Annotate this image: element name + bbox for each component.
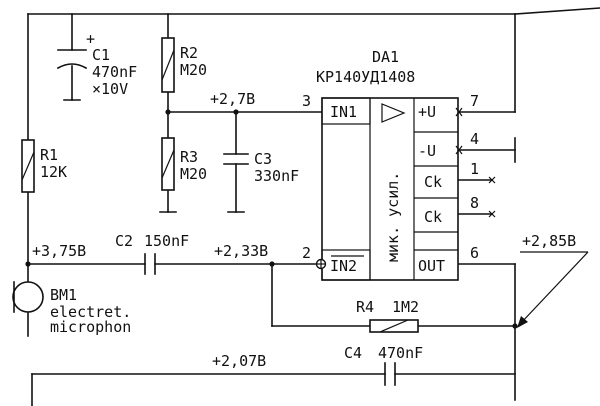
pin-number-7: 7 xyxy=(470,92,479,110)
capacitor-c4: C4 470nF xyxy=(344,344,423,386)
capacitor-c1: + C1 470nF ×10V xyxy=(56,30,137,98)
c3-value: 330nF xyxy=(254,167,299,185)
pin-number-6: 6 xyxy=(470,244,479,262)
c1-plus-sign: + xyxy=(86,30,95,48)
c1-value: 470nF xyxy=(92,63,137,81)
r1-name: R1 xyxy=(40,146,58,164)
pin-ck1-label: Ck xyxy=(424,173,442,191)
voltage-c4: +2,07В xyxy=(212,352,266,370)
junctions xyxy=(25,109,518,329)
pin-in2-label: IN2 xyxy=(330,257,357,275)
c2-name: C2 xyxy=(115,232,133,250)
voltage-mic: +3,75В xyxy=(32,242,86,260)
c2-value: 150nF xyxy=(144,232,189,250)
pin-number-4: 4 xyxy=(470,130,479,148)
ic-function-label: мик. усил. xyxy=(384,172,402,262)
c1-name: C1 xyxy=(92,46,110,64)
voltage-in2: +2,33В xyxy=(214,242,268,260)
pin-in1-label: IN1 xyxy=(330,103,357,121)
wires xyxy=(27,7,600,406)
out-voltage-arrow xyxy=(517,316,528,328)
bm1-name: BM1 xyxy=(50,286,77,304)
pin-crosses xyxy=(455,107,496,218)
bm1-line2: microphon xyxy=(50,318,131,336)
resistor-r2: R2 M20 xyxy=(161,37,207,93)
pin-number-2: 2 xyxy=(302,244,311,262)
voltage-bias: +2,7В xyxy=(210,90,255,108)
pin-number-3: 3 xyxy=(302,92,311,110)
pin-out-label: OUT xyxy=(418,257,445,275)
capacitor-c3: C3 330nF xyxy=(223,150,299,185)
r3-name: R3 xyxy=(180,148,198,166)
ic-part-number: КР140УД1408 xyxy=(316,68,415,86)
voltage-out: +2,85В xyxy=(522,232,576,250)
r4-value: 1M2 xyxy=(392,298,419,316)
c1-voltage: ×10V xyxy=(92,80,128,98)
pin-vm-label: -U xyxy=(418,142,436,160)
c3-name: C3 xyxy=(254,150,272,168)
pin-number-8: 8 xyxy=(470,194,479,212)
resistor-r3: R3 M20 xyxy=(161,137,207,191)
pin-vp-label: +U xyxy=(418,103,436,121)
ic-name: DA1 xyxy=(372,48,399,66)
pin-ck2-label: Ck xyxy=(424,208,442,226)
r2-value: M20 xyxy=(180,61,207,79)
capacitor-c2: C2 150nF xyxy=(115,232,189,275)
pin-number-1: 1 xyxy=(470,160,479,178)
ic-da1: IN1 IN2 +U -U Ck Ck OUT мик. усил. 3 2 7… xyxy=(302,48,479,281)
c4-name: C4 xyxy=(344,344,362,362)
r1-value: 12K xyxy=(40,163,67,181)
c4-value: 470nF xyxy=(378,344,423,362)
r2-name: R2 xyxy=(180,44,198,62)
microphone-bm1: BM1 electret. microphon xyxy=(12,281,131,336)
resistor-r4: R4 1M2 xyxy=(356,298,419,333)
bm1-line1: electret. xyxy=(50,303,131,321)
r3-value: M20 xyxy=(180,165,207,183)
r4-name: R4 xyxy=(356,298,374,316)
resistor-r1: R1 12K xyxy=(21,139,67,193)
